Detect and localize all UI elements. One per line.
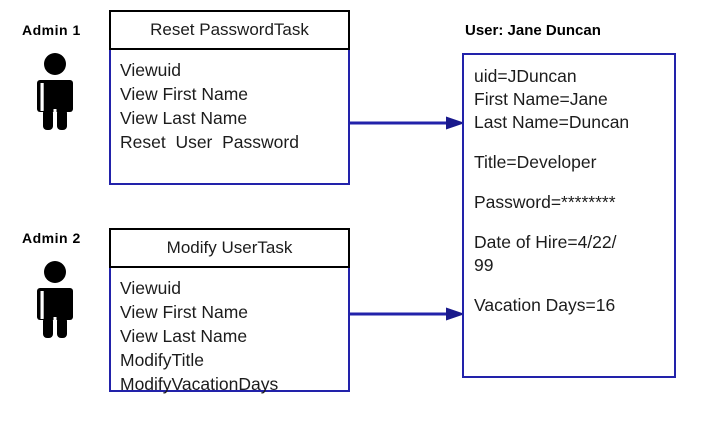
user-field: First Name=Jane bbox=[474, 89, 608, 109]
arrow-modify-user-to-user bbox=[349, 307, 465, 321]
task-item: Viewuid bbox=[120, 60, 181, 80]
user-field: Last Name=Duncan bbox=[474, 112, 630, 132]
task-box-modify-user[interactable]: Modify UserTask Viewuid View First Name … bbox=[109, 228, 350, 394]
user-object-title: User: Jane Duncan bbox=[465, 22, 601, 39]
task-item: ModifyTitle bbox=[120, 350, 204, 370]
user-field-group: Vacation Days=16 bbox=[474, 294, 674, 317]
user-field: Password=******** bbox=[474, 192, 616, 212]
user-field-group: Title=Developer bbox=[474, 151, 674, 174]
actor-label-admin-1: Admin 1 bbox=[22, 22, 81, 38]
spacer bbox=[474, 134, 674, 151]
user-field-group: uid=JDuncan First Name=Jane Last Name=Du… bbox=[474, 65, 674, 134]
task-item: ModifyVacationDays bbox=[120, 374, 279, 394]
user-field: uid=JDuncan bbox=[474, 66, 577, 86]
task-item: View First Name bbox=[120, 84, 249, 104]
task-item-list: Viewuid View First Name View Last Name R… bbox=[109, 50, 350, 185]
user-field: Title=Developer bbox=[474, 152, 597, 172]
spacer bbox=[474, 277, 674, 294]
spacer bbox=[474, 174, 674, 191]
task-item: Viewuid bbox=[120, 278, 181, 298]
task-item-list: Viewuid View First Name View Last Name M… bbox=[109, 268, 350, 394]
user-field-group: Password=******** bbox=[474, 191, 674, 214]
spacer bbox=[474, 214, 674, 231]
task-title: Reset PasswordTask bbox=[109, 10, 350, 50]
task-item: View Last Name bbox=[120, 108, 248, 128]
arrow-reset-password-to-user bbox=[349, 116, 465, 130]
user-object-box[interactable]: uid=JDuncan First Name=Jane Last Name=Du… bbox=[462, 53, 676, 378]
user-field: 99 bbox=[474, 255, 494, 275]
person-icon bbox=[32, 260, 78, 338]
task-item: View Last Name bbox=[120, 326, 248, 346]
task-box-reset-password[interactable]: Reset PasswordTask Viewuid View First Na… bbox=[109, 10, 350, 185]
task-item: Reset User Password bbox=[120, 132, 299, 152]
task-title: Modify UserTask bbox=[109, 228, 350, 268]
user-field: Vacation Days=16 bbox=[474, 295, 616, 315]
user-field-group: Date of Hire=4/22/ 99 bbox=[474, 231, 674, 277]
actor-label-admin-2: Admin 2 bbox=[22, 230, 81, 246]
user-field: Date of Hire=4/22/ bbox=[474, 232, 617, 252]
task-item: View First Name bbox=[120, 302, 249, 322]
person-icon bbox=[32, 52, 78, 130]
